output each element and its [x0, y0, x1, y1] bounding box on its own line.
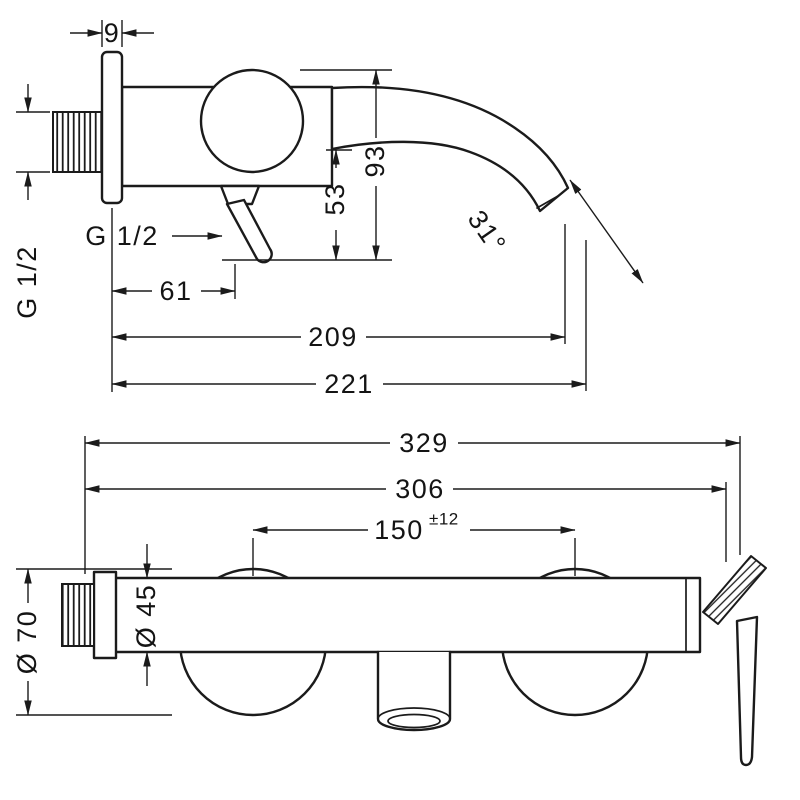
- spout-side: [330, 85, 570, 213]
- dim-209-label: 209: [308, 322, 358, 352]
- dim-inlet-thread: G 1/2: [12, 84, 50, 319]
- dim-150-tolerance-label: ±12: [429, 510, 459, 529]
- mixer-body-front: [106, 576, 702, 654]
- dim-spout-drop: 53: [320, 149, 352, 261]
- dim-handle-offset: 61: [111, 264, 236, 306]
- inlet-flange-front: [92, 570, 118, 660]
- dim-53-label: 53: [320, 182, 350, 215]
- dim-329-label: 329: [399, 428, 449, 458]
- side-view: 9 G 1/2 G 1/2 53 93: [12, 18, 644, 399]
- dim-body-width: 306: [84, 474, 727, 562]
- spout-outlet-face: [536, 195, 559, 209]
- dim-body-diameter: Ø 45: [131, 544, 161, 686]
- dim-306-label: 306: [395, 474, 445, 504]
- front-view: 329 306 150 ±12 Ø 45: [12, 428, 767, 767]
- spout-rim-ellipse: [377, 707, 451, 731]
- dim-escutcheon-diameter: Ø 70: [12, 568, 172, 716]
- handle-hinge-front: [702, 555, 767, 625]
- dim-g12-vertical-label: G 1/2: [12, 245, 42, 319]
- dim-height: 93: [222, 69, 392, 261]
- dim-31deg-label: 31°: [462, 205, 513, 259]
- handle-lever-front: [735, 615, 759, 767]
- dim-plate-thickness: 9: [70, 18, 154, 48]
- dim-overall-reach: 221: [111, 240, 587, 399]
- dim-d70-label: Ø 70: [12, 610, 42, 675]
- dim-221-label: 221: [324, 369, 374, 399]
- inlet-thread-side: [52, 111, 103, 173]
- dim-93-label: 93: [360, 144, 390, 177]
- dim-g12-leader-label: G 1/2: [85, 221, 159, 251]
- dim-spout-reach: 209: [111, 224, 566, 352]
- dim-d45-label: Ø 45: [131, 584, 161, 649]
- dim-hole-spacing: 150 ±12: [252, 510, 576, 576]
- dim-61-label: 61: [159, 276, 192, 306]
- cartridge-cap-circle: [199, 68, 305, 174]
- inlet-thread-front: [61, 583, 95, 647]
- handle-base-side: [219, 184, 261, 206]
- wall-escutcheon-side: [100, 50, 124, 205]
- dim-lower-thread: G 1/2: [85, 221, 223, 251]
- handle-lever-side: [225, 198, 273, 264]
- dim-overall-width: 329: [84, 428, 741, 574]
- dim-150-label: 150: [374, 515, 424, 545]
- dim-9-label: 9: [104, 18, 121, 48]
- spout-opening-ellipse: [387, 713, 441, 729]
